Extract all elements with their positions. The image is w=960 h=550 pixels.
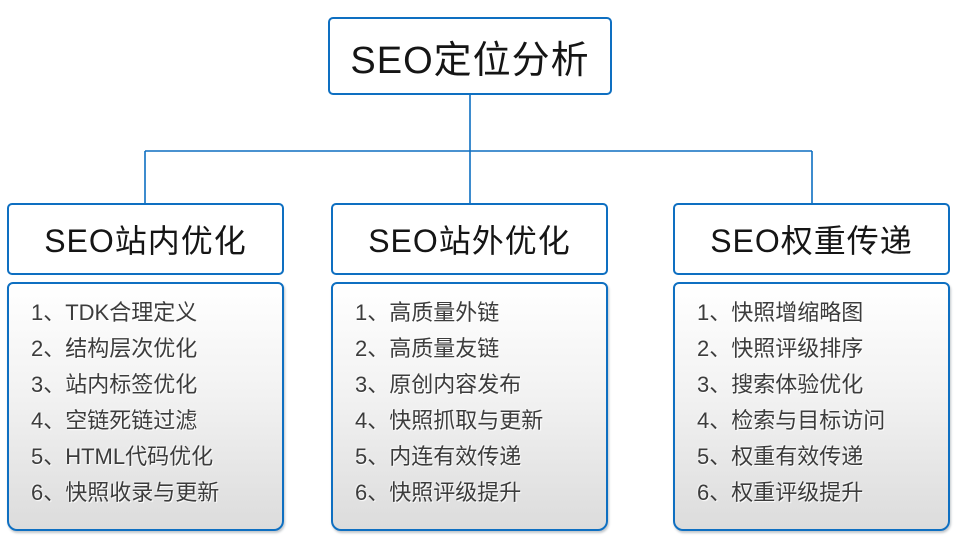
group-weight-header: SEO权重传递: [673, 203, 950, 275]
list-item: 4、检索与目标访问: [697, 408, 886, 433]
list-item: 2、高质量友链: [355, 336, 500, 361]
group-weight-title: SEO权重传递: [710, 223, 913, 259]
group-offsite-list: 1、高质量外链 2、高质量友链 3、原创内容发布 4、快照抓取与更新 5、内连有…: [331, 282, 608, 531]
group-onsite-optimization: SEO站内优化 1、TDK合理定义 2、结构层次优化 3、站内标签优化 4、空链…: [7, 203, 284, 531]
group-weight-list: 1、快照增缩略图 2、快照评级排序 3、搜索体验优化 4、检索与目标访问 5、权…: [673, 282, 950, 531]
list-item: 4、快照抓取与更新: [355, 408, 544, 433]
group-weight-transfer: SEO权重传递 1、快照增缩略图 2、快照评级排序 3、搜索体验优化 4、检索与…: [673, 203, 950, 531]
list-item: 3、搜索体验优化: [697, 372, 864, 397]
group-offsite-header: SEO站外优化: [331, 203, 608, 275]
list-item: 5、权重有效传递: [697, 444, 864, 469]
group-onsite-header: SEO站内优化: [7, 203, 284, 275]
list-item: 1、快照增缩略图: [697, 300, 864, 325]
group-onsite-title: SEO站内优化: [44, 223, 247, 259]
list-item: 3、原创内容发布: [355, 372, 522, 397]
list-item: 2、结构层次优化: [31, 336, 198, 361]
list-item: 2、快照评级排序: [697, 336, 864, 361]
list-item: 4、空链死链过滤: [31, 408, 198, 433]
list-item: 3、站内标签优化: [31, 372, 198, 397]
group-offsite-optimization: SEO站外优化 1、高质量外链 2、高质量友链 3、原创内容发布 4、快照抓取与…: [331, 203, 608, 531]
group-offsite-title: SEO站外优化: [368, 223, 571, 259]
list-item: 6、权重评级提升: [697, 480, 864, 505]
group-onsite-list: 1、TDK合理定义 2、结构层次优化 3、站内标签优化 4、空链死链过滤 5、H…: [7, 282, 284, 531]
list-item: 1、高质量外链: [355, 300, 500, 325]
list-item: 1、TDK合理定义: [31, 300, 198, 325]
root-node-seo-positioning: SEO定位分析: [328, 17, 612, 95]
list-item: 5、HTML代码优化: [31, 444, 214, 469]
list-item: 5、内连有效传递: [355, 444, 522, 469]
root-node-title: SEO定位分析: [350, 39, 590, 82]
list-item: 6、快照评级提升: [355, 480, 522, 505]
list-item: 6、快照收录与更新: [31, 480, 220, 505]
